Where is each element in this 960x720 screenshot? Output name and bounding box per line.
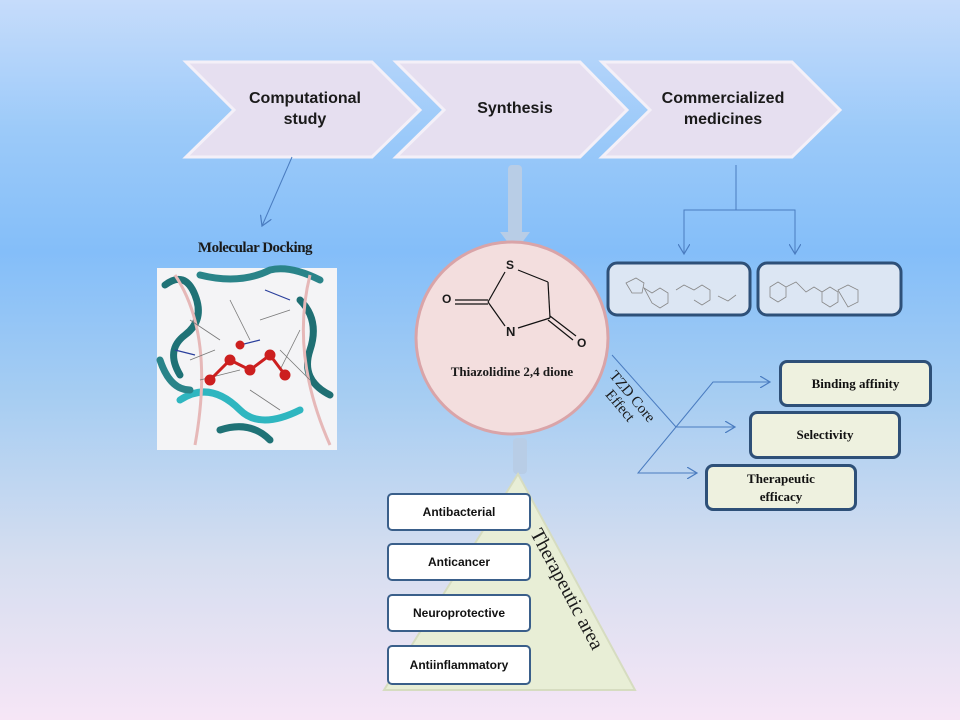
docking-title: Molecular Docking	[197, 240, 313, 256]
medicine-structure-1	[606, 261, 752, 317]
chevron-computational	[182, 60, 423, 159]
synthesis-down-arrow	[500, 165, 530, 252]
tzd-core-line	[611, 354, 677, 428]
area-antiinflammatory: Antiinflammatory	[387, 645, 531, 685]
chevron-label-computational: Computational study	[249, 90, 361, 128]
core-name: Thiazolidine 2,4 dione	[450, 364, 574, 379]
tzd-core-circle	[414, 240, 610, 436]
process-chevrons	[182, 60, 843, 159]
chevron-medicines	[598, 60, 843, 159]
effect-binding-affinity: Binding affinity	[779, 360, 932, 407]
chevron-label-synthesis: Synthesis	[477, 100, 553, 117]
effect-selectivity: Selectivity	[749, 411, 901, 459]
area-neuroprotective: Neuroprotective	[387, 594, 531, 632]
area-antibacterial: Antibacterial	[387, 493, 531, 531]
arrow-binding	[675, 382, 770, 428]
docking-image	[156, 265, 337, 450]
chevron-synthesis	[392, 60, 630, 159]
atom-o1: O	[442, 292, 452, 306]
medicine-structure-2	[756, 261, 903, 317]
therapeutic-triangle	[382, 472, 637, 691]
tzd-structure	[455, 269, 577, 341]
arrow-efficacy	[636, 426, 697, 473]
core-down-arrow	[513, 438, 527, 474]
arrow-to-docking	[262, 156, 293, 226]
effect-therapeutic-efficacy: Therapeutic efficacy	[705, 464, 857, 511]
atom-n: N	[506, 324, 516, 339]
medicines-branch	[683, 165, 737, 254]
chevron-label-medicines: Commercialized medicines	[661, 90, 785, 128]
area-anticancer: Anticancer	[387, 543, 531, 581]
atom-s: S	[506, 258, 515, 272]
atom-o2: O	[577, 336, 587, 350]
